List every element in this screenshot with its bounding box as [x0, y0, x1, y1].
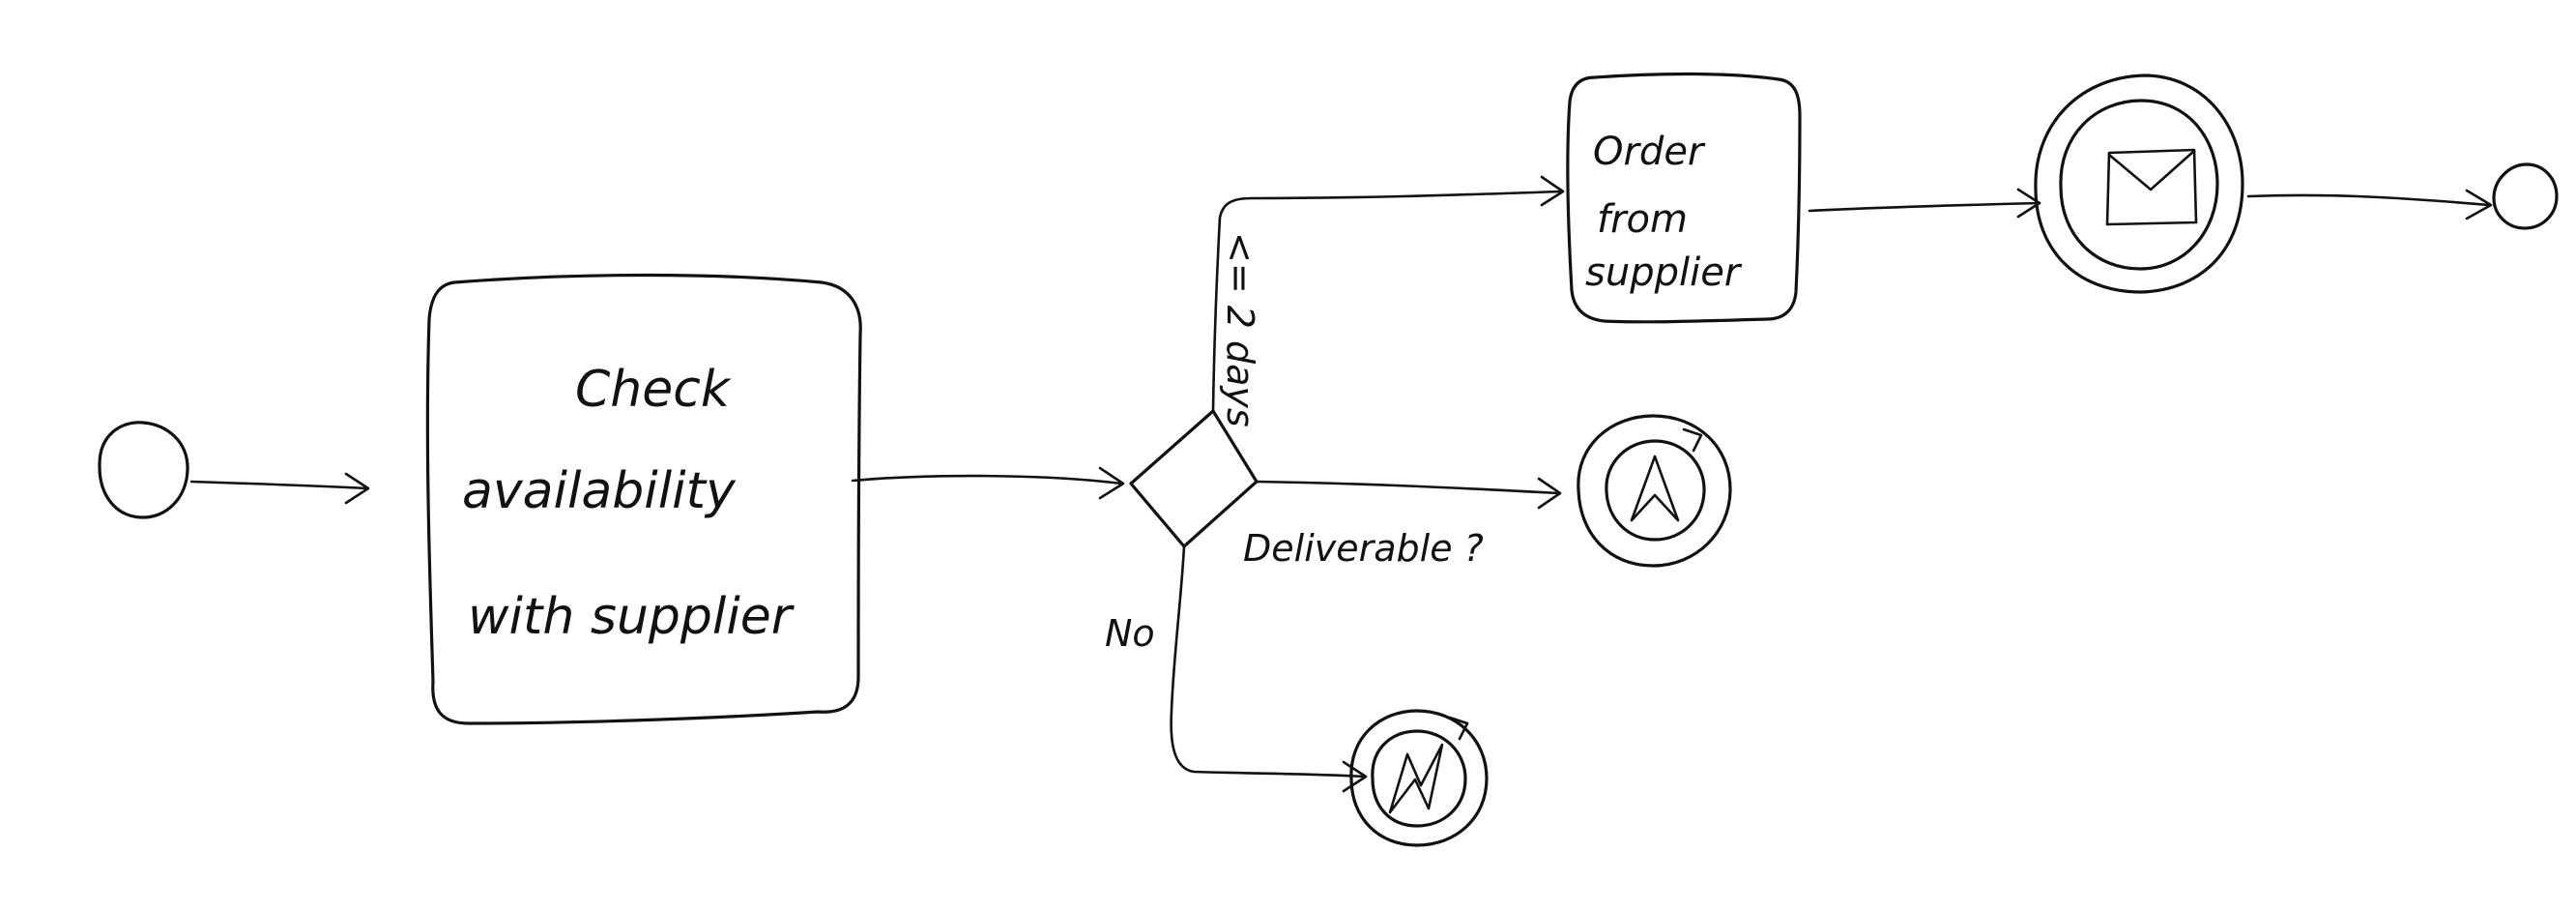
task-check-availability[interactable]: Check availability with supplier	[425, 273, 862, 725]
label-no: No	[1105, 612, 1155, 655]
task-order-from-supplier[interactable]: Order from supplier	[1566, 72, 1802, 324]
label-deliverable: Deliverable ?	[1243, 527, 1484, 570]
exclusive-gateway[interactable]	[1129, 409, 1259, 548]
label-le-2-days: <= 2 days	[1219, 232, 1261, 427]
escalation-event[interactable]	[1577, 414, 1732, 568]
start-event[interactable]	[98, 421, 189, 519]
task-check-line2: availability	[462, 462, 737, 520]
sequence-flow-message-to-end	[2246, 189, 2493, 220]
sequence-flow-no: No	[1105, 544, 1368, 793]
message-event[interactable]	[2034, 73, 2244, 294]
task-check-line3: with supplier	[468, 588, 796, 646]
lightning-icon	[1388, 743, 1444, 814]
task-order-line3: supplier	[1585, 250, 1743, 295]
escalation-arrow-icon	[1630, 455, 1680, 522]
sequence-flow-start-to-check	[189, 472, 370, 505]
error-event[interactable]	[1349, 709, 1489, 847]
envelope-icon	[2105, 148, 2198, 226]
sequence-flow-le-2-days: <= 2 days	[1211, 175, 1565, 427]
sequence-flow-order-to-message	[1808, 188, 2041, 219]
sequence-flow-check-to-gateway	[851, 466, 1125, 500]
task-order-line1: Order	[1593, 130, 1706, 174]
task-order-line2: from	[1597, 197, 1688, 242]
end-event[interactable]	[2492, 162, 2559, 230]
sequence-flow-deliverable: Deliverable ?	[1243, 477, 1562, 570]
task-check-line1: Check	[575, 361, 732, 419]
